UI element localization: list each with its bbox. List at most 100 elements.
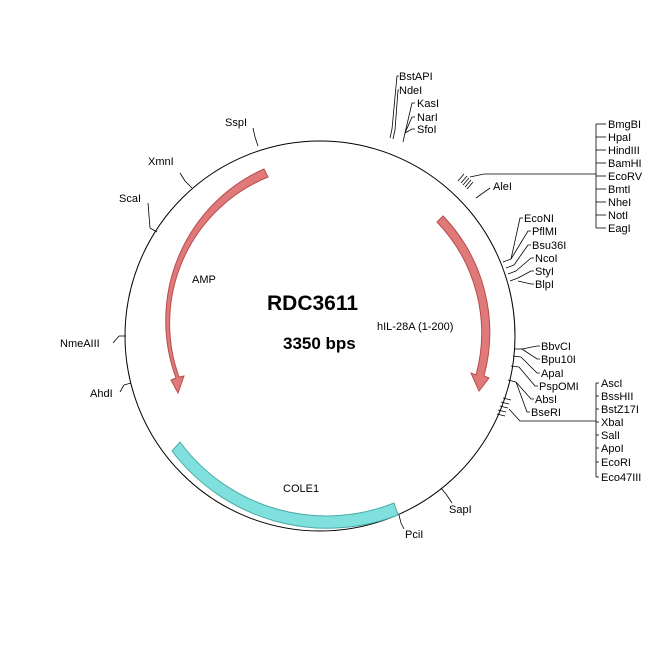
site-label-kasi[interactable]: KasI	[417, 98, 439, 110]
site-tick	[466, 181, 474, 190]
site-label-eco47iii[interactable]: Eco47III	[601, 472, 641, 484]
site-label-bamhi[interactable]: BamHI	[608, 158, 642, 170]
site-leader	[469, 173, 596, 178]
plasmid-size: 3350 bps	[283, 334, 356, 353]
site-leader	[252, 127, 256, 138]
site-leader	[119, 384, 125, 393]
site-label-xbai[interactable]: XbaI	[601, 417, 624, 429]
site-label-pcii[interactable]: PciI	[405, 529, 423, 541]
site-tick	[509, 277, 519, 282]
site-tick	[500, 401, 510, 405]
site-label-bseri[interactable]: BseRI	[531, 407, 561, 419]
site-tick	[398, 514, 402, 524]
site-tick	[497, 409, 507, 413]
site-leader	[518, 366, 538, 387]
cole1-label: COLE1	[283, 483, 319, 495]
site-tick	[507, 270, 517, 275]
site-leader	[521, 348, 540, 360]
site-label-eagi[interactable]: EagI	[608, 223, 631, 235]
site-label-sspi[interactable]: SspI	[225, 117, 247, 129]
site-label-pflmi[interactable]: PflMI	[532, 226, 557, 238]
site-leader	[179, 172, 186, 182]
insert-feature-arrow[interactable]	[436, 215, 491, 392]
site-label-ndei[interactable]: NdeI	[399, 85, 422, 97]
site-leader	[400, 522, 405, 530]
site-tick	[464, 179, 472, 188]
site-tick	[462, 177, 470, 186]
site-label-scai[interactable]: ScaI	[119, 193, 141, 205]
site-label-bstapi[interactable]: BstAPI	[399, 71, 433, 83]
site-tick	[475, 192, 484, 199]
site-label-ahdi[interactable]: AhdI	[90, 388, 113, 400]
site-tick	[499, 405, 509, 409]
site-tick	[184, 180, 193, 189]
site-leader	[517, 280, 534, 285]
site-label-bsu36i[interactable]: Bsu36I	[532, 240, 566, 252]
site-leader	[508, 408, 596, 422]
site-tick	[507, 379, 517, 383]
site-tick	[389, 128, 393, 139]
site-tick	[496, 413, 506, 417]
site-label-bpu10i[interactable]: Bpu10I	[541, 354, 576, 366]
site-tick	[457, 173, 465, 182]
site-label-styi[interactable]: StyI	[535, 266, 554, 278]
site-leader	[517, 270, 534, 279]
site-label-pspomi[interactable]: PspOMI	[539, 381, 579, 393]
site-tick	[502, 258, 512, 263]
site-label-blpi[interactable]: BlpI	[535, 279, 554, 291]
site-tick	[149, 227, 158, 233]
site-label-bmgbi[interactable]: BmgBI	[608, 119, 641, 131]
site-tick	[505, 264, 515, 269]
site-label-sfoi[interactable]: SfoI	[417, 124, 437, 136]
site-leader	[112, 335, 120, 344]
site-label-nari[interactable]: NarI	[417, 112, 438, 124]
site-leader	[510, 230, 531, 260]
site-label-nhei[interactable]: NheI	[608, 197, 631, 209]
plasmid-name: RDC3611	[267, 292, 358, 315]
amp-label: AMP	[192, 274, 216, 286]
site-label-ecori[interactable]: EcoRI	[601, 457, 631, 469]
site-label-sapi[interactable]: SapI	[449, 504, 472, 516]
site-label-apoi[interactable]: ApoI	[601, 443, 624, 455]
site-label-ncoi[interactable]: NcoI	[535, 253, 558, 265]
site-leader	[513, 244, 531, 266]
site-leader	[404, 128, 415, 134]
site-label-alei[interactable]: AleI	[493, 181, 512, 193]
site-leader	[404, 116, 415, 134]
site-label-bmti[interactable]: BmtI	[608, 184, 631, 196]
site-label-hindiii[interactable]: HindIII	[608, 145, 640, 157]
site-label-sali[interactable]: SalI	[601, 430, 620, 442]
site-leader	[391, 75, 399, 130]
cole1-feature[interactable]	[171, 441, 399, 529]
site-leader	[147, 202, 151, 229]
site-leader	[394, 89, 399, 131]
site-label-asci[interactable]: AscI	[601, 378, 622, 390]
site-tick	[460, 175, 468, 184]
insert-label: hIL-28A (1-200)	[377, 321, 453, 333]
site-tick	[254, 136, 259, 147]
site-label-xmni[interactable]: XmnI	[148, 156, 174, 168]
site-tick	[123, 382, 132, 386]
site-tick	[440, 487, 447, 495]
site-tick	[402, 132, 406, 143]
site-label-nmeaiii[interactable]: NmeAIII	[60, 338, 100, 350]
site-leader	[520, 356, 540, 374]
site-label-hpai[interactable]: HpaI	[608, 132, 631, 144]
site-leader	[404, 102, 415, 134]
site-label-apai[interactable]: ApaI	[541, 368, 564, 380]
site-tick	[392, 129, 396, 140]
site-label-ecorv[interactable]: EcoRV	[608, 171, 643, 183]
site-leader	[445, 493, 453, 504]
site-label-bstz17i[interactable]: BstZ17I	[601, 404, 639, 416]
site-leader	[482, 187, 491, 194]
site-tick	[512, 355, 522, 358]
site-label-bbvci[interactable]: BbvCI	[541, 341, 571, 353]
site-label-absi[interactable]: AbsI	[535, 394, 557, 406]
site-label-noti[interactable]: NotI	[608, 210, 628, 222]
site-label-bsshii[interactable]: BssHII	[601, 391, 633, 403]
amp-feature-arrow[interactable]	[165, 168, 269, 395]
site-leader	[515, 381, 530, 413]
site-leader	[515, 381, 534, 400]
site-label-econi[interactable]: EcoNI	[524, 213, 554, 225]
